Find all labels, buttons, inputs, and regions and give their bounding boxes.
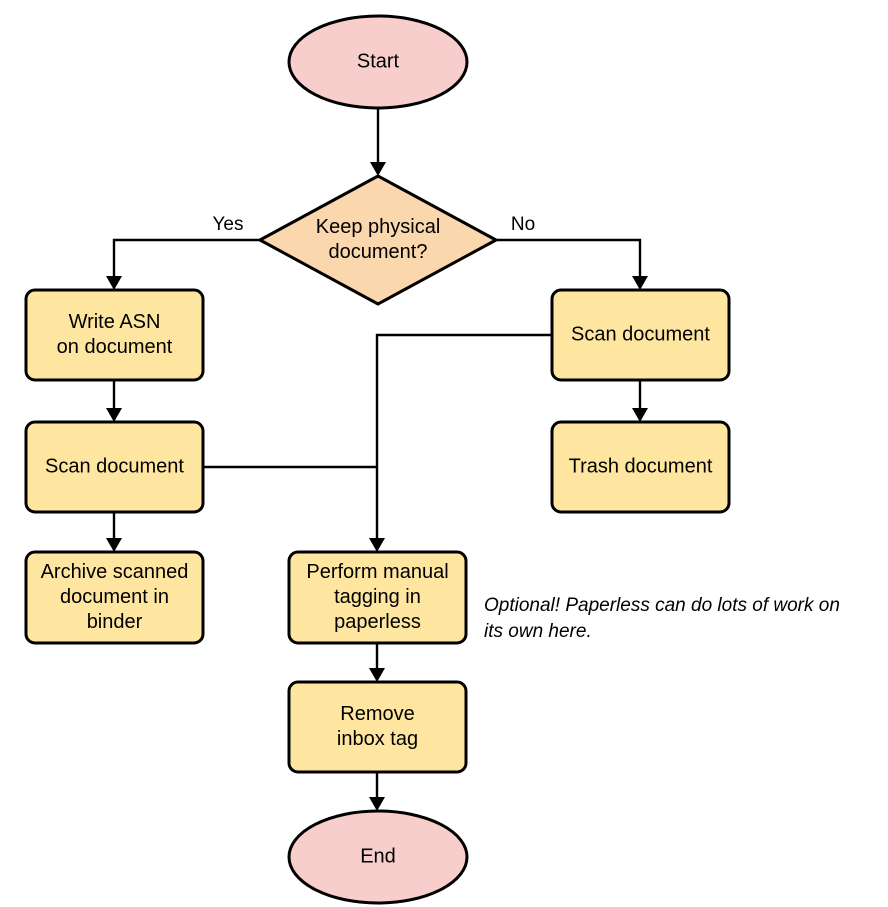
edge-manual-tagging-to-remove-inbox: [369, 643, 385, 682]
edge-label-decision-yes-to-write-asn: Yes: [213, 214, 244, 235]
edge-remove-inbox-to-end: [369, 772, 385, 811]
node-label: on document: [57, 336, 173, 358]
node-label: Scan document: [571, 323, 710, 345]
node-archive-binder[interactable]: Archive scanned document in binder: [24, 550, 205, 645]
edge-scan-right-to-manual-tagging: [369, 333, 552, 552]
annotations-layer: Optional! Paperless can do lots of work …: [484, 595, 840, 642]
arrow-head-icon: [369, 668, 385, 682]
edge-decision-no-to-scan-right: No: [496, 214, 648, 290]
node-start[interactable]: Start: [287, 14, 469, 110]
annotation-line: its own here.: [484, 621, 592, 642]
edge-decision-yes-to-write-asn: Yes: [106, 214, 260, 290]
edge-start-to-decision: [370, 108, 386, 176]
node-label: Archive scanned: [41, 561, 189, 583]
node-label: binder: [87, 611, 143, 633]
node-rect[interactable]: [550, 288, 731, 382]
annotation-line: Optional! Paperless can do lots of work …: [484, 595, 840, 616]
node-keep-physical[interactable]: Keep physical document?: [258, 174, 498, 306]
node-label: Perform manual: [306, 561, 448, 583]
node-label: document in: [60, 586, 169, 608]
node-trash-document[interactable]: Trash document: [550, 420, 731, 514]
edge-line: [375, 333, 552, 546]
edge-write-asn-to-scan-left: [106, 380, 122, 422]
arrow-head-icon: [369, 538, 385, 552]
arrow-head-icon: [106, 276, 122, 290]
node-rect[interactable]: [24, 550, 205, 645]
arrow-head-icon: [106, 408, 122, 422]
edge-scan-left-to-archive: [106, 512, 122, 552]
edges-layer: Yes No: [106, 108, 648, 811]
edge-label-decision-no-to-scan-right: No: [511, 214, 535, 235]
node-ellipse[interactable]: [287, 14, 469, 110]
arrow-head-icon: [632, 408, 648, 422]
node-label: inbox tag: [337, 728, 418, 750]
node-rect[interactable]: [24, 288, 205, 382]
node-rect[interactable]: [287, 680, 468, 774]
arrow-head-icon: [632, 276, 648, 290]
node-manual-tagging[interactable]: Perform manual tagging in paperless: [287, 550, 468, 645]
node-scan-document-left[interactable]: Scan document: [24, 420, 205, 514]
node-remove-inbox-tag[interactable]: Remove inbox tag: [287, 680, 468, 774]
node-ellipse[interactable]: [287, 809, 469, 905]
arrow-head-icon: [369, 797, 385, 811]
node-label: Remove: [340, 703, 414, 725]
node-label: Keep physical: [316, 216, 441, 238]
node-end[interactable]: End: [287, 809, 469, 905]
node-label: document?: [329, 241, 428, 263]
node-rect[interactable]: [24, 420, 205, 514]
node-write-asn[interactable]: Write ASN on document: [24, 288, 205, 382]
node-label: End: [360, 845, 396, 867]
node-label: Start: [357, 50, 400, 72]
node-label: Scan document: [45, 455, 184, 477]
edge-scan-right-to-trash: [632, 380, 648, 422]
node-scan-document-right[interactable]: Scan document: [550, 288, 731, 382]
arrow-head-icon: [106, 538, 122, 552]
edge-line: [112, 238, 260, 284]
arrow-head-icon: [370, 162, 386, 176]
node-label: Write ASN: [69, 311, 161, 333]
node-label: Trash document: [569, 455, 713, 477]
edge-line: [496, 238, 642, 284]
node-label: paperless: [334, 611, 421, 633]
node-label: tagging in: [334, 586, 421, 608]
node-rect[interactable]: [550, 420, 731, 514]
node-rect[interactable]: [287, 550, 468, 645]
annotation-optional-note: Optional! Paperless can do lots of work …: [484, 595, 840, 642]
node-diamond[interactable]: [258, 174, 498, 306]
